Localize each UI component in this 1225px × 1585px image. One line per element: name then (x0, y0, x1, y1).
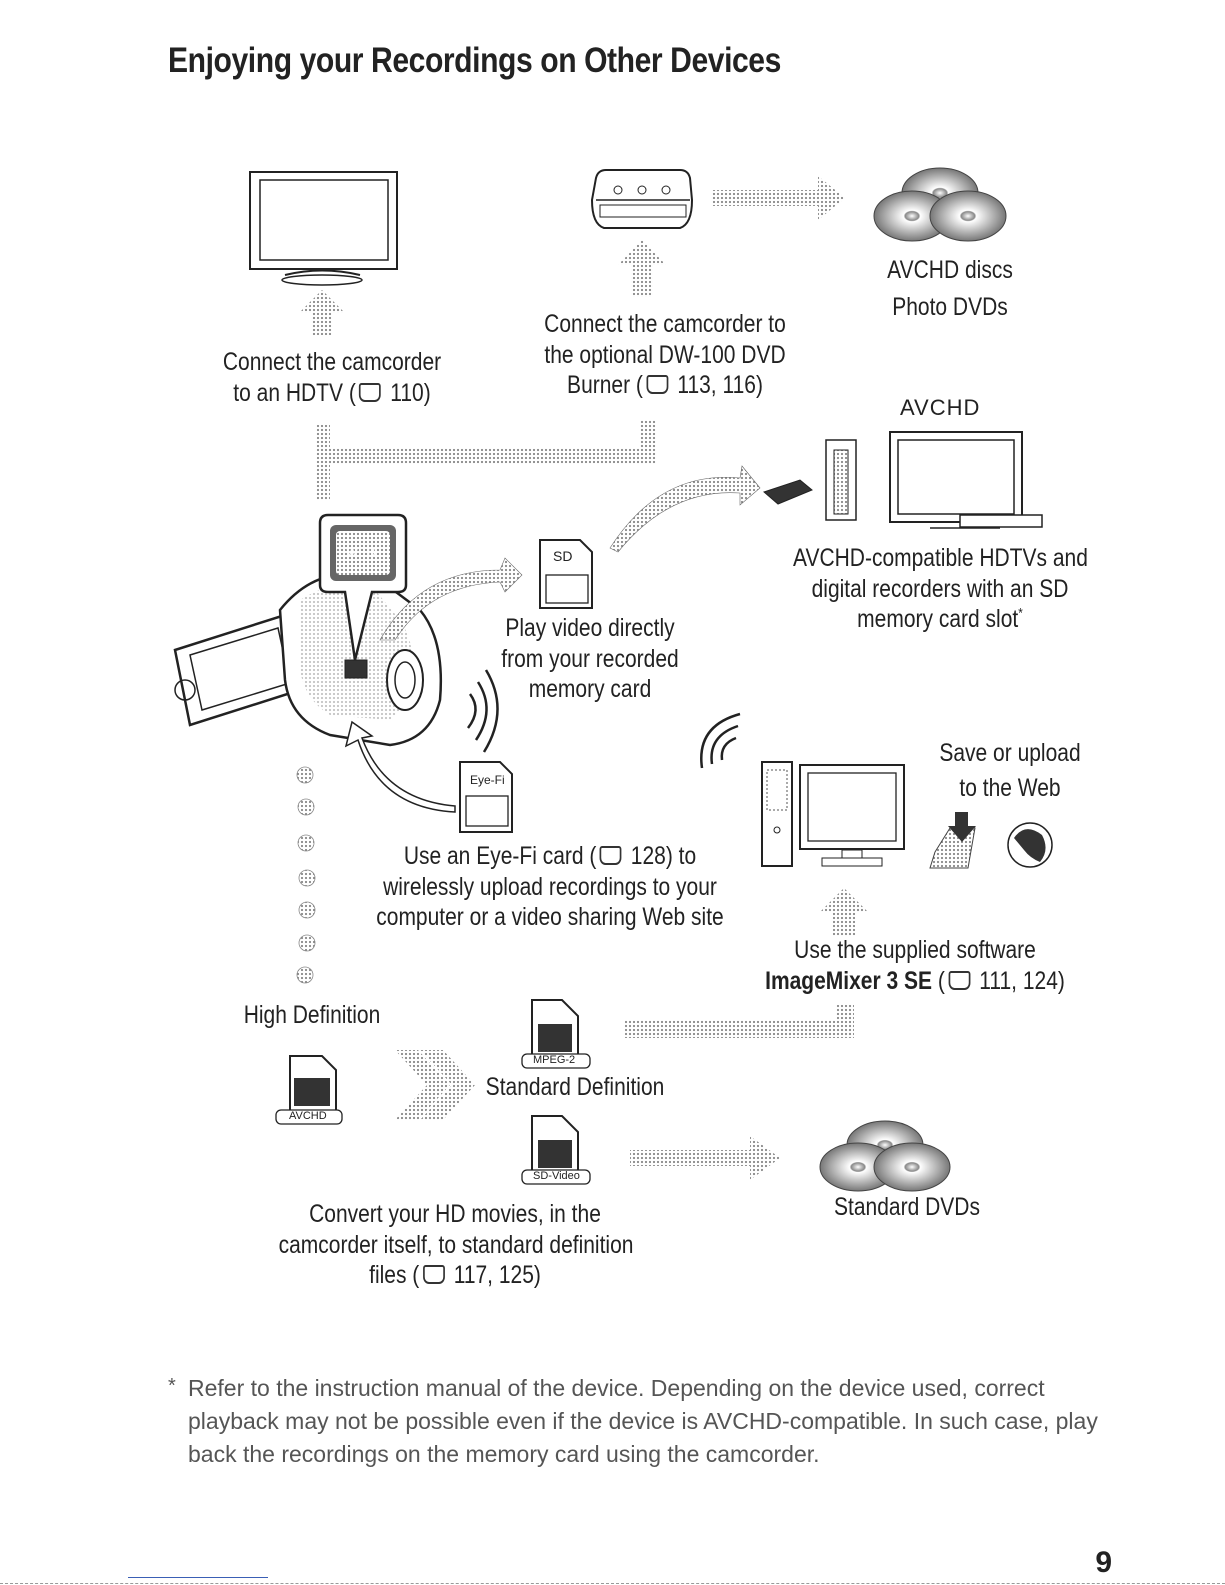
play-direct-caption: Play video directly from your recorded m… (485, 613, 695, 705)
avchd-logo: AVCHD (900, 395, 981, 420)
wifi-waves-icon (700, 712, 741, 769)
save-upload-line1: Save or upload (939, 739, 1081, 767)
hdtv-caption-line1: Connect the camcorder (222, 348, 442, 376)
mpeg2-file-icon (521, 999, 591, 1069)
double-chevron-icon (395, 1050, 475, 1120)
eyefi-line2: wirelessly upload recordings to your (383, 872, 717, 901)
sd-card-icon (539, 539, 593, 609)
high-definition-label: High Definition (243, 1001, 381, 1029)
arrow-up-burner-icon (618, 240, 666, 297)
dotted-chain (296, 766, 316, 984)
arrow-up-software-icon (820, 888, 868, 936)
eyefi-badge: Eye-Fi (470, 773, 505, 787)
eyefi-line1: Use an Eye-Fi card ( 128) to (403, 842, 697, 870)
burner-caption-line3: Burner ( 113, 116) (567, 371, 763, 399)
page-edge-rule (0, 1583, 1225, 1584)
convert-line1: Convert your HD movies, in the (309, 1200, 601, 1228)
hdtvs-line1: AVCHD-compatible HDTVs and (793, 544, 1088, 572)
arrow-right-discs-icon (712, 176, 845, 220)
arrow-to-computer-bar (625, 1020, 850, 1038)
book-icon (646, 375, 669, 394)
hdtv-caption-line2: to an HDTV ( 110) (233, 378, 431, 407)
web-upload-icon (929, 812, 1053, 869)
page-number: 9 (1095, 1546, 1112, 1579)
software-line1: Use the supplied software (794, 936, 1036, 964)
sd-slot-icon (763, 439, 857, 521)
avchd-file-icon (275, 1055, 343, 1125)
footnote-mark: * (168, 1375, 176, 1397)
book-icon (948, 970, 971, 990)
standard-dvds-label: Standard DVDs (834, 1193, 980, 1221)
web-badge: WEB (346, 544, 376, 559)
software-line2: ImageMixer 3 SE ( 111, 124) (765, 966, 1065, 995)
avchd-discs-icon (873, 167, 1007, 242)
burner-caption: Connect the camcorder to the optional DW… (535, 309, 795, 401)
web-bubble-icon (318, 513, 408, 661)
hdtvs-recorders-caption: AVCHD-compatible HDTVs and digital recor… (793, 543, 1088, 635)
arrow-up-hdtv-icon (299, 290, 345, 335)
arrow-right-standard-dvds-icon (630, 1136, 780, 1180)
avchd-hdtv-icon (889, 431, 1043, 529)
convert-line2: camcorder itself, to standard definition (278, 1230, 634, 1259)
dvd-burner-icon (590, 169, 694, 229)
eyefi-card-icon (459, 761, 513, 833)
avchd-discs-line1: AVCHD discs (887, 256, 1013, 284)
hdtvs-line3: memory card slot* (857, 604, 1023, 633)
convert-line3: files ( 117, 125) (369, 1261, 541, 1289)
book-icon (422, 1265, 445, 1284)
connector-line (316, 420, 656, 500)
avchd-discs-line2: Photo DVDs (892, 292, 1008, 321)
sdvideo-file-icon (521, 1115, 591, 1185)
eyefi-caption: Use an Eye-Fi card ( 128) to wirelessly … (365, 841, 735, 933)
arrow-to-sd-icon (379, 557, 523, 641)
arrow-eyefi-to-camera-icon (344, 720, 456, 813)
sd-badge: SD (553, 548, 573, 564)
convert-caption: Convert your HD movies, in the camcorder… (278, 1199, 634, 1291)
play-direct-line3: memory card (528, 675, 652, 703)
wireless-waves-icon (466, 669, 499, 753)
footnote: Refer to the instruction manual of the d… (188, 1375, 1098, 1468)
mpeg2-badge: MPEG-2 (533, 1054, 576, 1066)
hdtv-caption: Connect the camcorder to an HDTV ( 110) (206, 347, 458, 408)
burner-caption-line1: Connect the camcorder to (544, 310, 786, 338)
sdvideo-badge: SD-Video (533, 1170, 580, 1182)
bottom-link-line (128, 1577, 268, 1578)
arrow-to-recorder-icon (609, 465, 761, 553)
burner-caption-line2: the optional DW-100 DVD (544, 340, 786, 369)
camcorder-icon (173, 573, 443, 747)
save-upload-caption: Save or upload to the Web (926, 738, 1094, 803)
eyefi-line3: computer or a video sharing Web site (376, 903, 724, 931)
play-direct-line1: Play video directly (505, 614, 675, 642)
footnote-ref: * (1018, 604, 1023, 621)
software-caption: Use the supplied software ImageMixer 3 S… (755, 935, 1074, 996)
save-upload-line2: to the Web (959, 773, 1061, 802)
standard-dvds-icon (819, 1120, 951, 1192)
arrow-to-computer-stem (836, 1005, 854, 1038)
avchd-discs-caption: AVCHD discs Photo DVDs (866, 255, 1034, 322)
page-title: Enjoying your Recordings on Other Device… (168, 41, 781, 80)
standard-definition-label: Standard Definition (485, 1073, 665, 1101)
book-icon (359, 382, 382, 402)
hdtvs-line2: digital recorders with an SD (811, 574, 1069, 603)
play-direct-line2: from your recorded (501, 644, 679, 673)
book-icon (599, 846, 622, 865)
computer-icon (761, 761, 905, 867)
avchd-file-badge: AVCHD (289, 1110, 327, 1122)
hdtv-icon (249, 171, 398, 286)
